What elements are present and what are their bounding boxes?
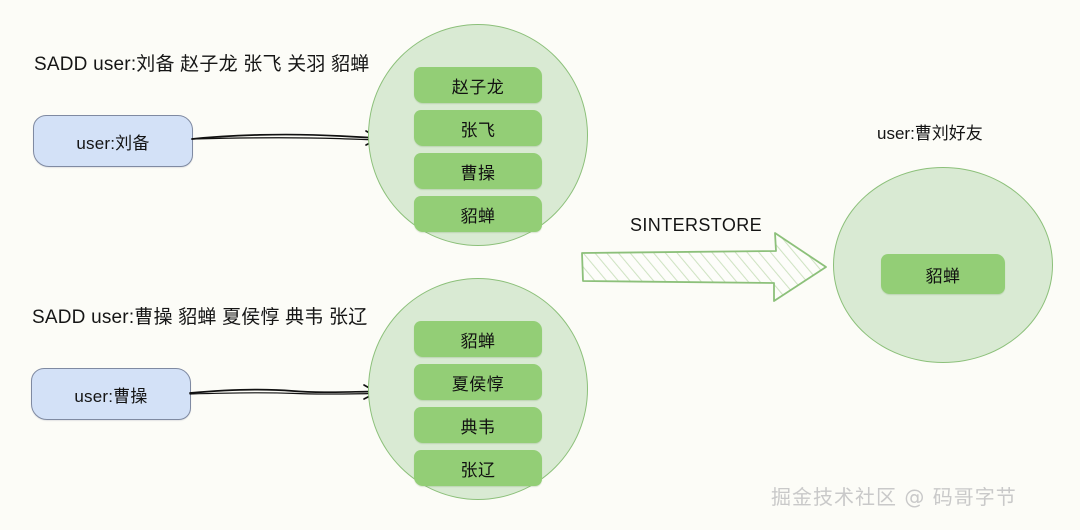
key-box-liubei: user:刘备 <box>33 115 193 167</box>
set-member-label: 貂蝉 <box>460 206 496 226</box>
command-label-liubei: SADD user:刘备 赵子龙 张飞 关羽 貂蝉 <box>34 54 370 75</box>
member-stack-result: 貂蝉 <box>834 254 1052 294</box>
key-box-caocao-label: user:曹操 <box>74 386 148 406</box>
member-stack-caocao: 貂蝉 夏侯惇 典韦 张辽 <box>369 321 587 486</box>
set-member: 张辽 <box>414 450 542 486</box>
set-member: 夏侯惇 <box>414 364 542 400</box>
key-box-caocao: user:曹操 <box>31 368 191 420</box>
set-member-label: 张辽 <box>460 460 496 480</box>
set-member-label: 曹操 <box>460 163 496 183</box>
sinterstore-label: SINTERSTORE <box>630 215 763 235</box>
set-member-label: 赵子龙 <box>451 77 505 97</box>
set-member-label: 貂蝉 <box>925 266 961 286</box>
set-member-label: 典韦 <box>460 417 496 437</box>
set-circle-result-caption: user:曹刘好友 <box>877 124 983 143</box>
set-circle-caocao: 貂蝉 夏侯惇 典韦 张辽 <box>368 278 588 500</box>
set-circle-result: 貂蝉 <box>833 167 1053 363</box>
set-member-label: 夏侯惇 <box>451 374 505 394</box>
set-member: 赵子龙 <box>414 67 542 103</box>
set-member: 貂蝉 <box>414 196 542 232</box>
set-member: 貂蝉 <box>414 321 542 357</box>
set-member: 貂蝉 <box>881 254 1005 294</box>
set-member: 张飞 <box>414 110 542 146</box>
command-label-caocao: SADD user:曹操 貂蝉 夏侯惇 典韦 张辽 <box>32 307 368 328</box>
sinterstore-block-arrow <box>581 232 827 302</box>
member-stack-liubei: 赵子龙 张飞 曹操 貂蝉 <box>369 67 587 232</box>
arrow-liubei-to-set <box>191 130 380 146</box>
set-member-label: 貂蝉 <box>460 331 496 351</box>
set-member-label: 张飞 <box>460 120 496 140</box>
key-box-liubei-label: user:刘备 <box>76 133 150 153</box>
watermark: 掘金技术社区 @ 码哥字节 <box>771 485 1017 509</box>
set-member: 曹操 <box>414 153 542 189</box>
set-member: 典韦 <box>414 407 542 443</box>
set-circle-liubei: 赵子龙 张飞 曹操 貂蝉 <box>368 24 588 246</box>
arrow-caocao-to-set <box>189 384 378 400</box>
